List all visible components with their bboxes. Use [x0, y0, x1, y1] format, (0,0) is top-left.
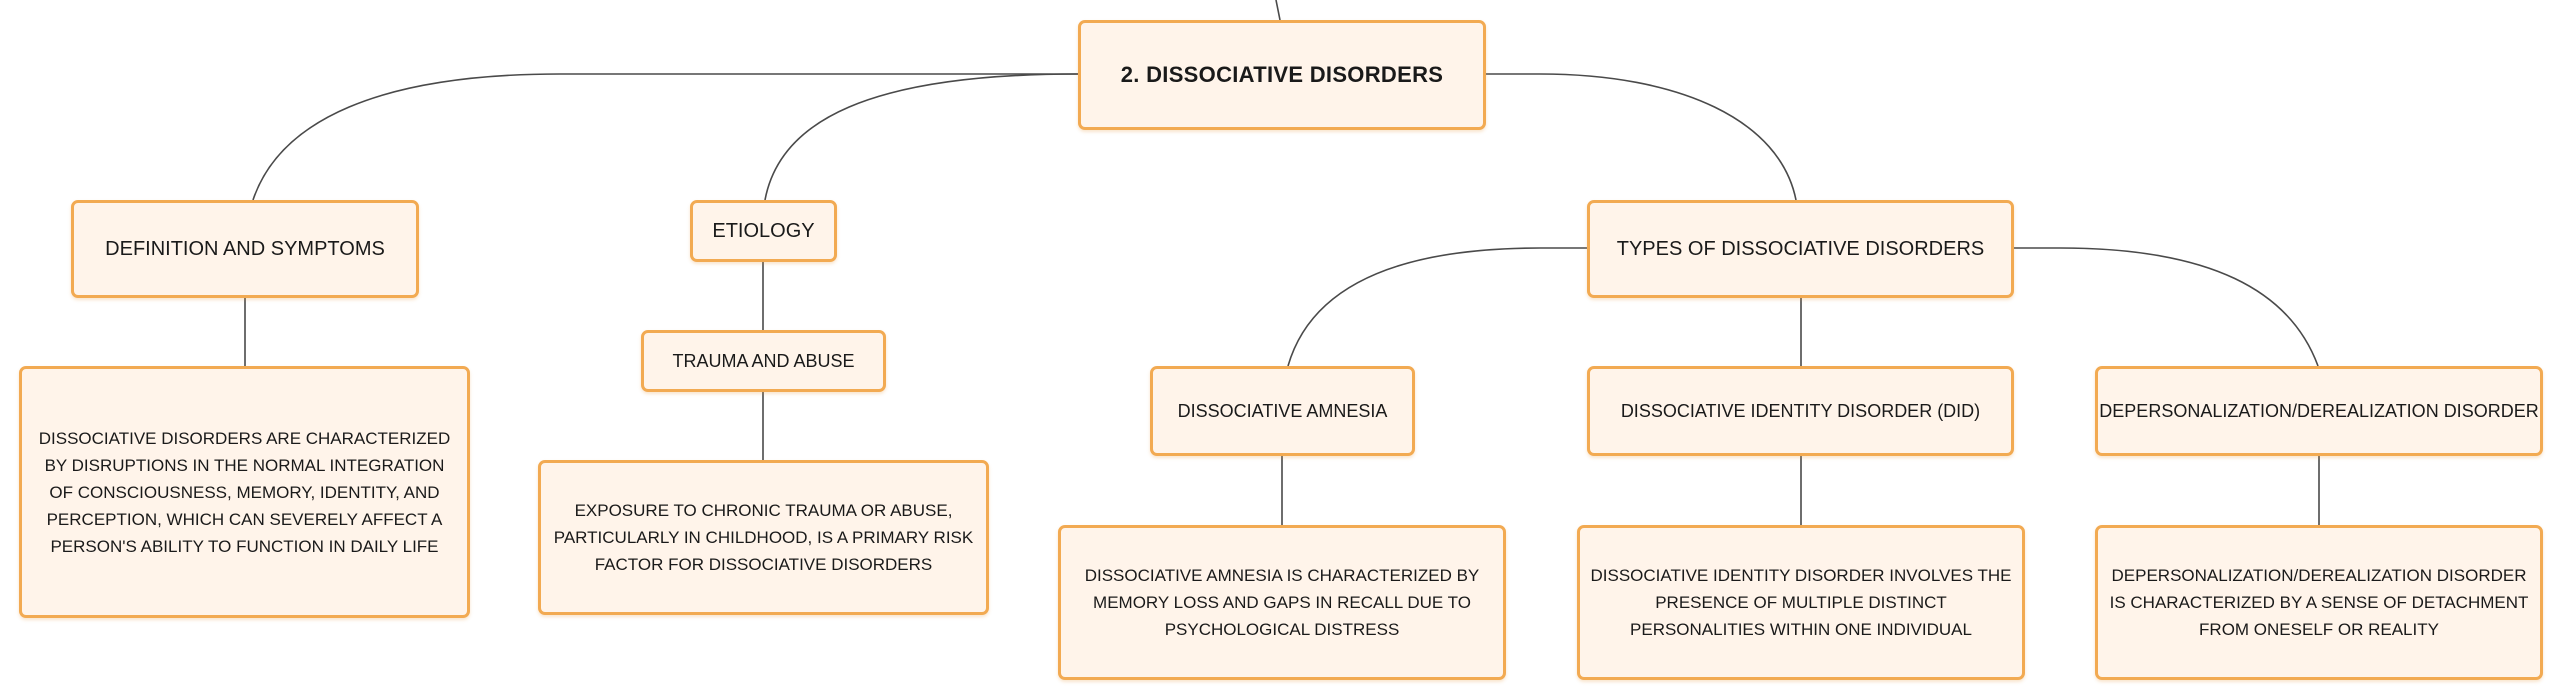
depersonalization-description-node[interactable]: DEPERSONALIZATION/DEREALIZATION DISORDER…	[2095, 525, 2543, 680]
connector-root-etiology	[764, 73, 1079, 201]
depersonalization-description-text: DEPERSONALIZATION/DEREALIZATION DISORDER…	[2109, 566, 2529, 639]
types-label: TYPES OF DISSOCIATIVE DISORDERS	[1616, 237, 1985, 260]
did-description-node[interactable]: DISSOCIATIVE IDENTITY DISORDER INVOLVES …	[1577, 525, 2025, 680]
trauma-label: TRAUMA AND ABUSE	[672, 350, 855, 371]
amnesia-label: DISSOCIATIVE AMNESIA	[1177, 400, 1388, 421]
amnesia-node[interactable]: DISSOCIATIVE AMNESIA	[1150, 366, 1415, 456]
amnesia-description-node[interactable]: DISSOCIATIVE AMNESIA IS CHARACTERIZED BY…	[1058, 525, 1506, 680]
depersonalization-label: DEPERSONALIZATION/DEREALIZATION DISORDER	[2099, 400, 2539, 421]
types-node[interactable]: TYPES OF DISSOCIATIVE DISORDERS	[1587, 200, 2014, 298]
etiology-node[interactable]: ETIOLOGY	[690, 200, 837, 262]
definition-node[interactable]: DEFINITION AND SYMPTOMS	[71, 200, 419, 298]
connector-root-parent	[1275, 0, 1281, 21]
etiology-label: ETIOLOGY	[712, 219, 815, 242]
did-node[interactable]: DISSOCIATIVE IDENTITY DISORDER (DID)	[1587, 366, 2014, 456]
definition-description-node[interactable]: DISSOCIATIVE DISORDERS ARE CHARACTERIZED…	[19, 366, 470, 618]
trauma-description-node[interactable]: EXPOSURE TO CHRONIC TRAUMA OR ABUSE, PAR…	[538, 460, 989, 615]
did-description-text: DISSOCIATIVE IDENTITY DISORDER INVOLVES …	[1590, 566, 2012, 639]
root-node[interactable]: 2. DISSOCIATIVE DISORDERS	[1078, 20, 1486, 130]
did-label: DISSOCIATIVE IDENTITY DISORDER (DID)	[1620, 400, 1981, 421]
connector-root-definition	[252, 73, 1078, 201]
trauma-description-text: EXPOSURE TO CHRONIC TRAUMA OR ABUSE, PAR…	[553, 501, 974, 574]
connector-root-types	[1486, 73, 1797, 201]
connector-types-depersonalization	[2014, 247, 2319, 367]
connector-types-amnesia	[1287, 247, 1587, 367]
definition-label: DEFINITION AND SYMPTOMS	[105, 237, 385, 260]
trauma-node[interactable]: TRAUMA AND ABUSE	[641, 330, 886, 392]
definition-description-text: DISSOCIATIVE DISORDERS ARE CHARACTERIZED…	[38, 428, 451, 556]
depersonalization-node[interactable]: DEPERSONALIZATION/DEREALIZATION DISORDER	[2095, 366, 2543, 456]
amnesia-description-text: DISSOCIATIVE AMNESIA IS CHARACTERIZED BY…	[1084, 566, 1480, 639]
root-label: 2. DISSOCIATIVE DISORDERS	[1120, 62, 1444, 87]
